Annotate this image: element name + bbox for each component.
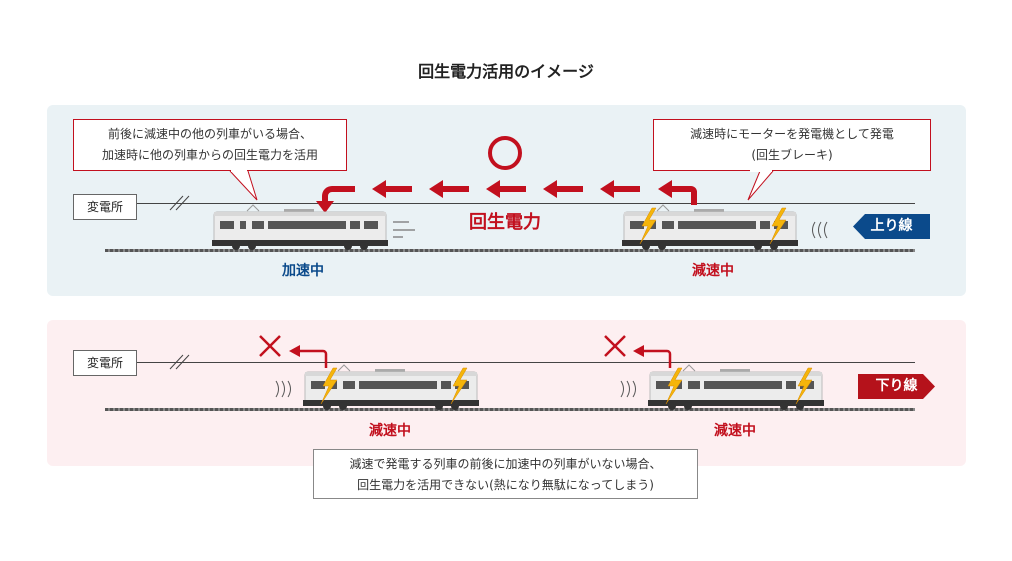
note-box: 減速で発電する列車の前後に加速中の列車がいない場合、 回生電力を活用できない(熱… xyxy=(313,449,698,499)
note-text: 回生電力を活用できない(熱になり無駄になってしまう) xyxy=(357,478,654,492)
lightning-icon xyxy=(320,367,338,405)
callout-acceleration: 前後に減速中の他の列車がいる場合、 加速時に他の列車からの回生電力を活用 xyxy=(73,119,347,171)
callout-text: 前後に減速中の他の列車がいる場合、 xyxy=(107,127,312,141)
train xyxy=(622,204,798,250)
rail-upper xyxy=(105,249,915,252)
note-text: 減速で発電する列車の前後に加速中の列車がいない場合、 xyxy=(349,457,662,471)
blocked-arrow xyxy=(644,349,672,368)
callout-text: 減速時にモーターを発電機として発電 xyxy=(690,127,894,141)
deceleration-waves-icon xyxy=(275,221,828,398)
unused-cross-icon xyxy=(259,335,281,357)
lightning-icon xyxy=(769,207,787,245)
unused-cross-icon xyxy=(604,335,626,357)
substation-upper: 変電所 xyxy=(73,194,137,220)
substation-lower: 変電所 xyxy=(73,350,137,376)
state-accelerating: 加速中 xyxy=(282,263,324,279)
regenerative-power-label: 回生電力 xyxy=(469,212,541,233)
train xyxy=(212,204,388,250)
diagram-title: 回生電力活用のイメージ xyxy=(418,62,594,81)
regenerative-power-arrows xyxy=(316,180,697,213)
train xyxy=(648,364,824,410)
lightning-icon xyxy=(450,367,468,405)
lightning-icon xyxy=(795,367,813,405)
success-circle-icon xyxy=(488,136,522,170)
overhead-line-lower xyxy=(137,362,915,363)
line-break-icon xyxy=(169,195,190,211)
state-decelerating: 減速中 xyxy=(369,423,411,439)
line-break-icon xyxy=(169,354,190,370)
direction-tag-inbound: 上り線 xyxy=(853,214,930,239)
lightning-icon xyxy=(665,367,683,405)
acceleration-lines-icon xyxy=(393,221,415,238)
direction-tag-outbound: 下り線 xyxy=(858,374,935,399)
lightning-icon xyxy=(639,207,657,245)
overhead-line-upper xyxy=(137,203,915,204)
callout-text: 加速時に他の列車からの回生電力を活用 xyxy=(101,148,318,162)
state-decelerating: 減速中 xyxy=(714,423,756,439)
state-decelerating: 減速中 xyxy=(692,263,734,279)
blocked-arrow xyxy=(300,349,328,368)
callout-text: (回生ブレーキ) xyxy=(751,148,833,162)
callout-tail xyxy=(229,170,258,201)
callout-regenerative-brake: 減速時にモーターを発電機として発電 (回生ブレーキ) xyxy=(653,119,931,171)
callout-tail xyxy=(747,170,774,201)
rail-lower xyxy=(105,408,915,411)
train xyxy=(303,364,479,410)
